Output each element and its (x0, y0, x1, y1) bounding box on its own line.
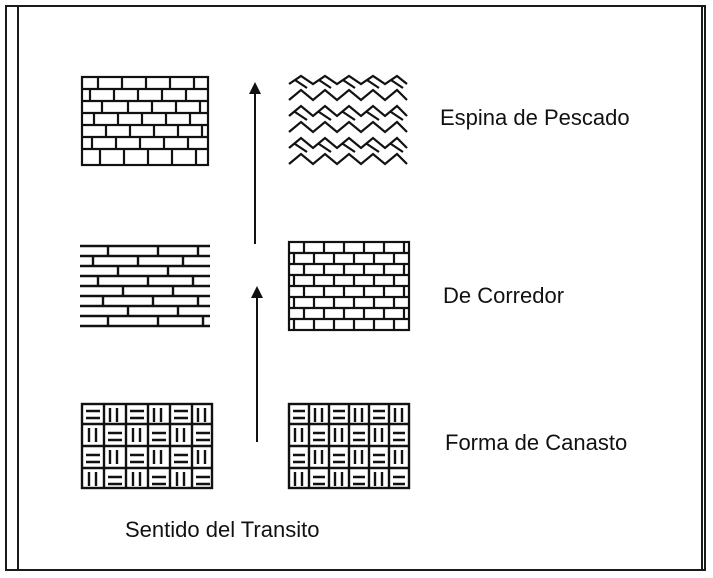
herringbone-label: Espina de Pescado (440, 105, 630, 130)
herringbone-stack-pattern (80, 75, 210, 167)
traffic-arrow-upper (249, 82, 261, 244)
running-bond-pattern (287, 240, 411, 332)
running-bond-stack-pattern (80, 244, 210, 328)
herringbone-pattern (288, 74, 408, 166)
frame-left-line (17, 5, 19, 571)
running-bond-label: De Corredor (443, 283, 565, 308)
traffic-arrow-lower (251, 286, 263, 442)
frame-right-line (701, 5, 703, 571)
basket-weave-label: Forma de Canasto (445, 430, 628, 455)
basket-weave-pattern (287, 402, 411, 490)
traffic-direction-caption: Sentido del Transito (125, 517, 320, 542)
basket-weave-stack-pattern (80, 402, 214, 490)
